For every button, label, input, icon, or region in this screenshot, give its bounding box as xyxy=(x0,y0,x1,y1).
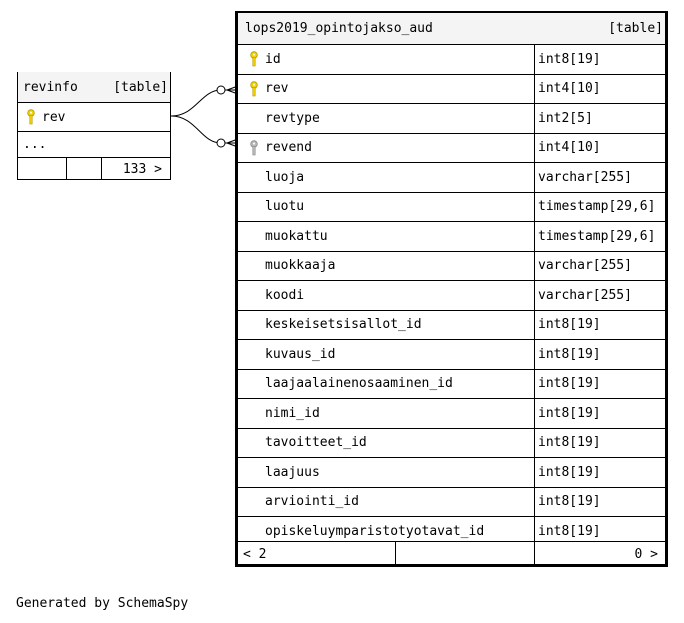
relationship-revend-line xyxy=(170,115,222,144)
relationship-revend-optional-marker xyxy=(216,138,226,148)
column-name: laajuus xyxy=(265,464,320,480)
main-table-header: lops2019_opintojakso_aud [table] xyxy=(238,13,665,44)
revinfo-ellipsis-row: ... xyxy=(18,131,170,157)
revinfo-table[interactable]: revinfo [table] rev ... 133 > xyxy=(17,72,171,180)
column-name: muokattu xyxy=(265,228,328,244)
column-type: int8[19] xyxy=(538,51,601,67)
revinfo-ellipsis: ... xyxy=(23,137,47,152)
column-type: int8[19] xyxy=(538,464,601,480)
column-type: timestamp[29,6] xyxy=(538,228,656,244)
column-name: luoja xyxy=(265,169,305,185)
revinfo-footer: 133 > xyxy=(18,157,170,180)
column-name: luotu xyxy=(265,199,305,215)
column-type: int8[19] xyxy=(538,376,601,392)
generated-by-footer: Generated by SchemaSpy xyxy=(16,596,189,611)
primary-key-icon xyxy=(250,81,258,97)
column-row-keskeisetsisallot-id[interactable]: keskeisetsisallot_id int8[19] xyxy=(238,309,665,339)
column-row-nimi-id[interactable]: nimi_id int8[19] xyxy=(238,398,665,428)
column-row-kuvaus-id[interactable]: kuvaus_id int8[19] xyxy=(238,339,665,369)
column-type: int8[19] xyxy=(538,317,601,333)
column-row-revend[interactable]: revend int4[10] xyxy=(238,132,665,162)
main-child-count[interactable]: 0 > xyxy=(634,547,658,562)
relationship-rev-optional-marker xyxy=(216,85,226,95)
revinfo-header: revinfo [table] xyxy=(18,72,170,102)
column-type: int4[10] xyxy=(538,81,601,97)
column-name: revtype xyxy=(265,110,320,126)
column-name: muokkaaja xyxy=(265,258,336,274)
column-name: laajaalainenosaaminen_id xyxy=(265,376,453,392)
column-row-koodi[interactable]: koodi varchar[255] xyxy=(238,280,665,310)
column-row-tavoitteet-id[interactable]: tavoitteet_id int8[19] xyxy=(238,427,665,457)
main-table-footer: < 2 0 > xyxy=(238,541,665,567)
revinfo-table-name: revinfo xyxy=(23,79,78,95)
column-type: int8[19] xyxy=(538,435,601,451)
column-name: nimi_id xyxy=(265,405,320,421)
primary-key-icon xyxy=(27,109,35,125)
column-name: arviointi_id xyxy=(265,494,359,510)
column-type: varchar[255] xyxy=(538,258,632,274)
column-name: koodi xyxy=(265,287,305,303)
primary-key-icon xyxy=(250,51,258,67)
column-row-luotu[interactable]: luotu timestamp[29,6] xyxy=(238,191,665,221)
column-type: int8[19] xyxy=(538,346,601,362)
column-row-opiskeluymparistotyotavat-id[interactable]: opiskeluymparistotyotavat_id int8[19] xyxy=(238,516,665,546)
column-type: timestamp[29,6] xyxy=(538,199,656,215)
column-row-id[interactable]: id int8[19] xyxy=(238,44,665,74)
column-type: int4[10] xyxy=(538,140,601,156)
column-row-luoja[interactable]: luoja varchar[255] xyxy=(238,162,665,192)
main-table-kind: [table] xyxy=(608,21,663,36)
column-row-arviointi-id[interactable]: arviointi_id int8[19] xyxy=(238,486,665,516)
column-name: rev xyxy=(265,81,289,97)
column-name: opiskeluymparistotyotavat_id xyxy=(265,523,485,539)
relationship-rev-line xyxy=(170,89,222,117)
main-table-name: lops2019_opintojakso_aud xyxy=(245,21,433,36)
column-type: int2[5] xyxy=(538,110,593,126)
lops2019-opintojakso-aud-table[interactable]: lops2019_opintojakso_aud [table] id int8[… xyxy=(235,11,668,567)
column-type: int8[19] xyxy=(538,494,601,510)
column-row-muokkaaja[interactable]: muokkaaja varchar[255] xyxy=(238,250,665,280)
column-name: id xyxy=(265,51,281,67)
column-name: revend xyxy=(265,140,312,156)
column-row-revtype[interactable]: revtype int2[5] xyxy=(238,103,665,133)
revinfo-column-row[interactable]: rev xyxy=(18,102,170,131)
column-name: kuvaus_id xyxy=(265,346,336,362)
column-type: int8[19] xyxy=(538,405,601,421)
column-row-laajaalainenosaaminen-id[interactable]: laajaalainenosaaminen_id int8[19] xyxy=(238,368,665,398)
revinfo-table-kind: [table] xyxy=(113,79,168,95)
column-row-muokattu[interactable]: muokattu timestamp[29,6] xyxy=(238,221,665,251)
column-type: int8[19] xyxy=(538,523,601,539)
column-type: varchar[255] xyxy=(538,169,632,185)
main-parent-count[interactable]: < 2 xyxy=(243,547,267,562)
column-row-rev[interactable]: rev int4[10] xyxy=(238,73,665,103)
column-type: varchar[255] xyxy=(538,287,632,303)
foreign-key-icon xyxy=(250,140,258,156)
column-name: keskeisetsisallot_id xyxy=(265,317,422,333)
column-row-laajuus[interactable]: laajuus int8[19] xyxy=(238,457,665,487)
revinfo-column-name: rev xyxy=(42,109,66,125)
column-name: tavoitteet_id xyxy=(265,435,367,451)
revinfo-child-count[interactable]: 133 > xyxy=(122,161,162,177)
